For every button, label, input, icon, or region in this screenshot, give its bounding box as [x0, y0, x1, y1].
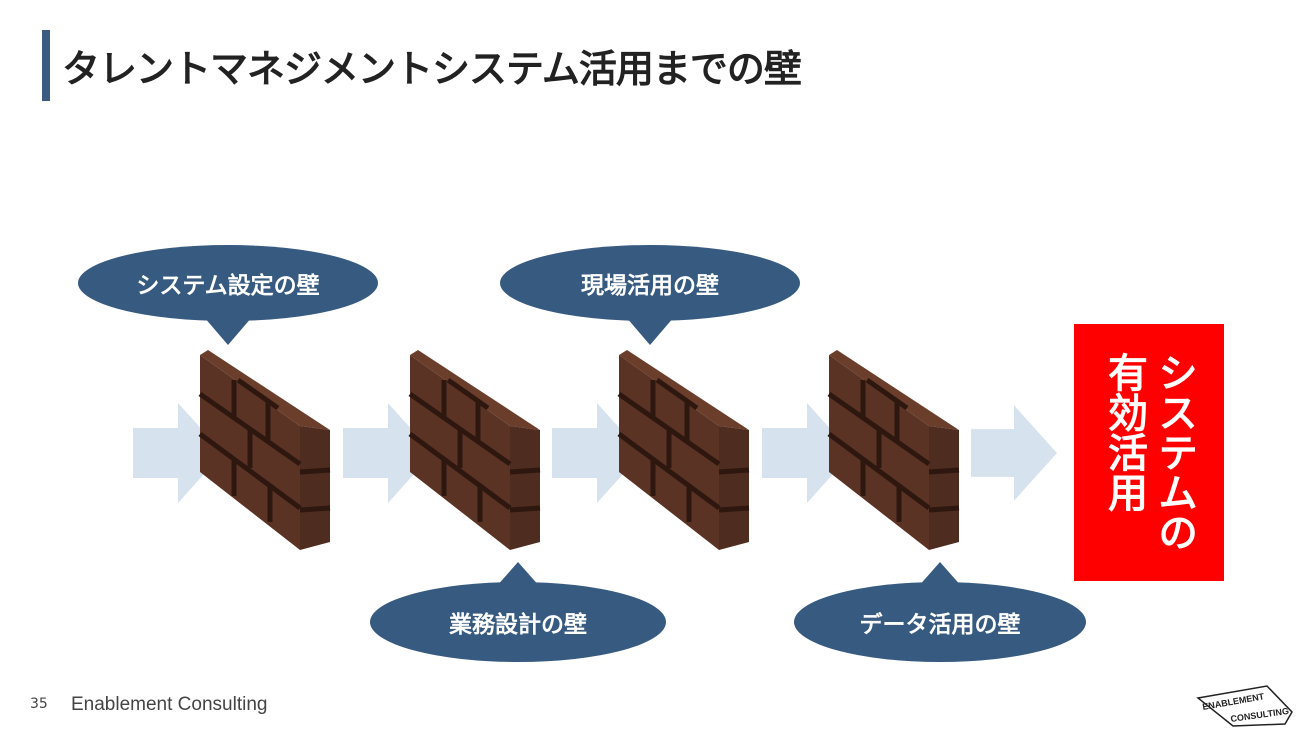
logo-line-2: CONSULTING — [1230, 706, 1290, 724]
wall-label-business-design: 業務設計の壁 — [449, 612, 587, 638]
bubble-tail — [620, 310, 680, 345]
bubble-shape — [370, 582, 666, 662]
brick-wall-icon — [410, 350, 540, 550]
goal-line-1: システムの — [1151, 352, 1197, 552]
flow-arrow — [971, 405, 1057, 501]
bubble-shape — [794, 582, 1086, 662]
bubble-tail — [910, 562, 970, 596]
page-title: タレントマネジメントシステム活用までの壁 — [62, 47, 802, 91]
wall-label-field-use: 現場活用の壁 — [581, 273, 719, 299]
company-logo: ENABLEMENT CONSULTING — [1196, 685, 1293, 727]
bubble-tail — [488, 562, 548, 596]
logo-line-1: ENABLEMENT — [1202, 691, 1266, 712]
brick-wall-icon — [200, 350, 330, 550]
wall-label-system-setup: システム設定の壁 — [136, 273, 320, 299]
brick-wall-icon — [829, 350, 959, 550]
bubble-shape — [78, 245, 378, 321]
wall-label-data-use: データ活用の壁 — [859, 612, 1021, 638]
goal-box: システムの 有効活用 — [1074, 324, 1224, 581]
page-number: 35 — [30, 696, 48, 712]
goal-line-2: 有効活用 — [1101, 352, 1147, 512]
brick-wall-icon — [619, 350, 749, 550]
footer-company: Enablement Consulting — [71, 694, 268, 715]
bubble-shape — [500, 245, 800, 321]
title-accent-bar — [42, 30, 50, 101]
bubble-tail — [198, 310, 258, 345]
